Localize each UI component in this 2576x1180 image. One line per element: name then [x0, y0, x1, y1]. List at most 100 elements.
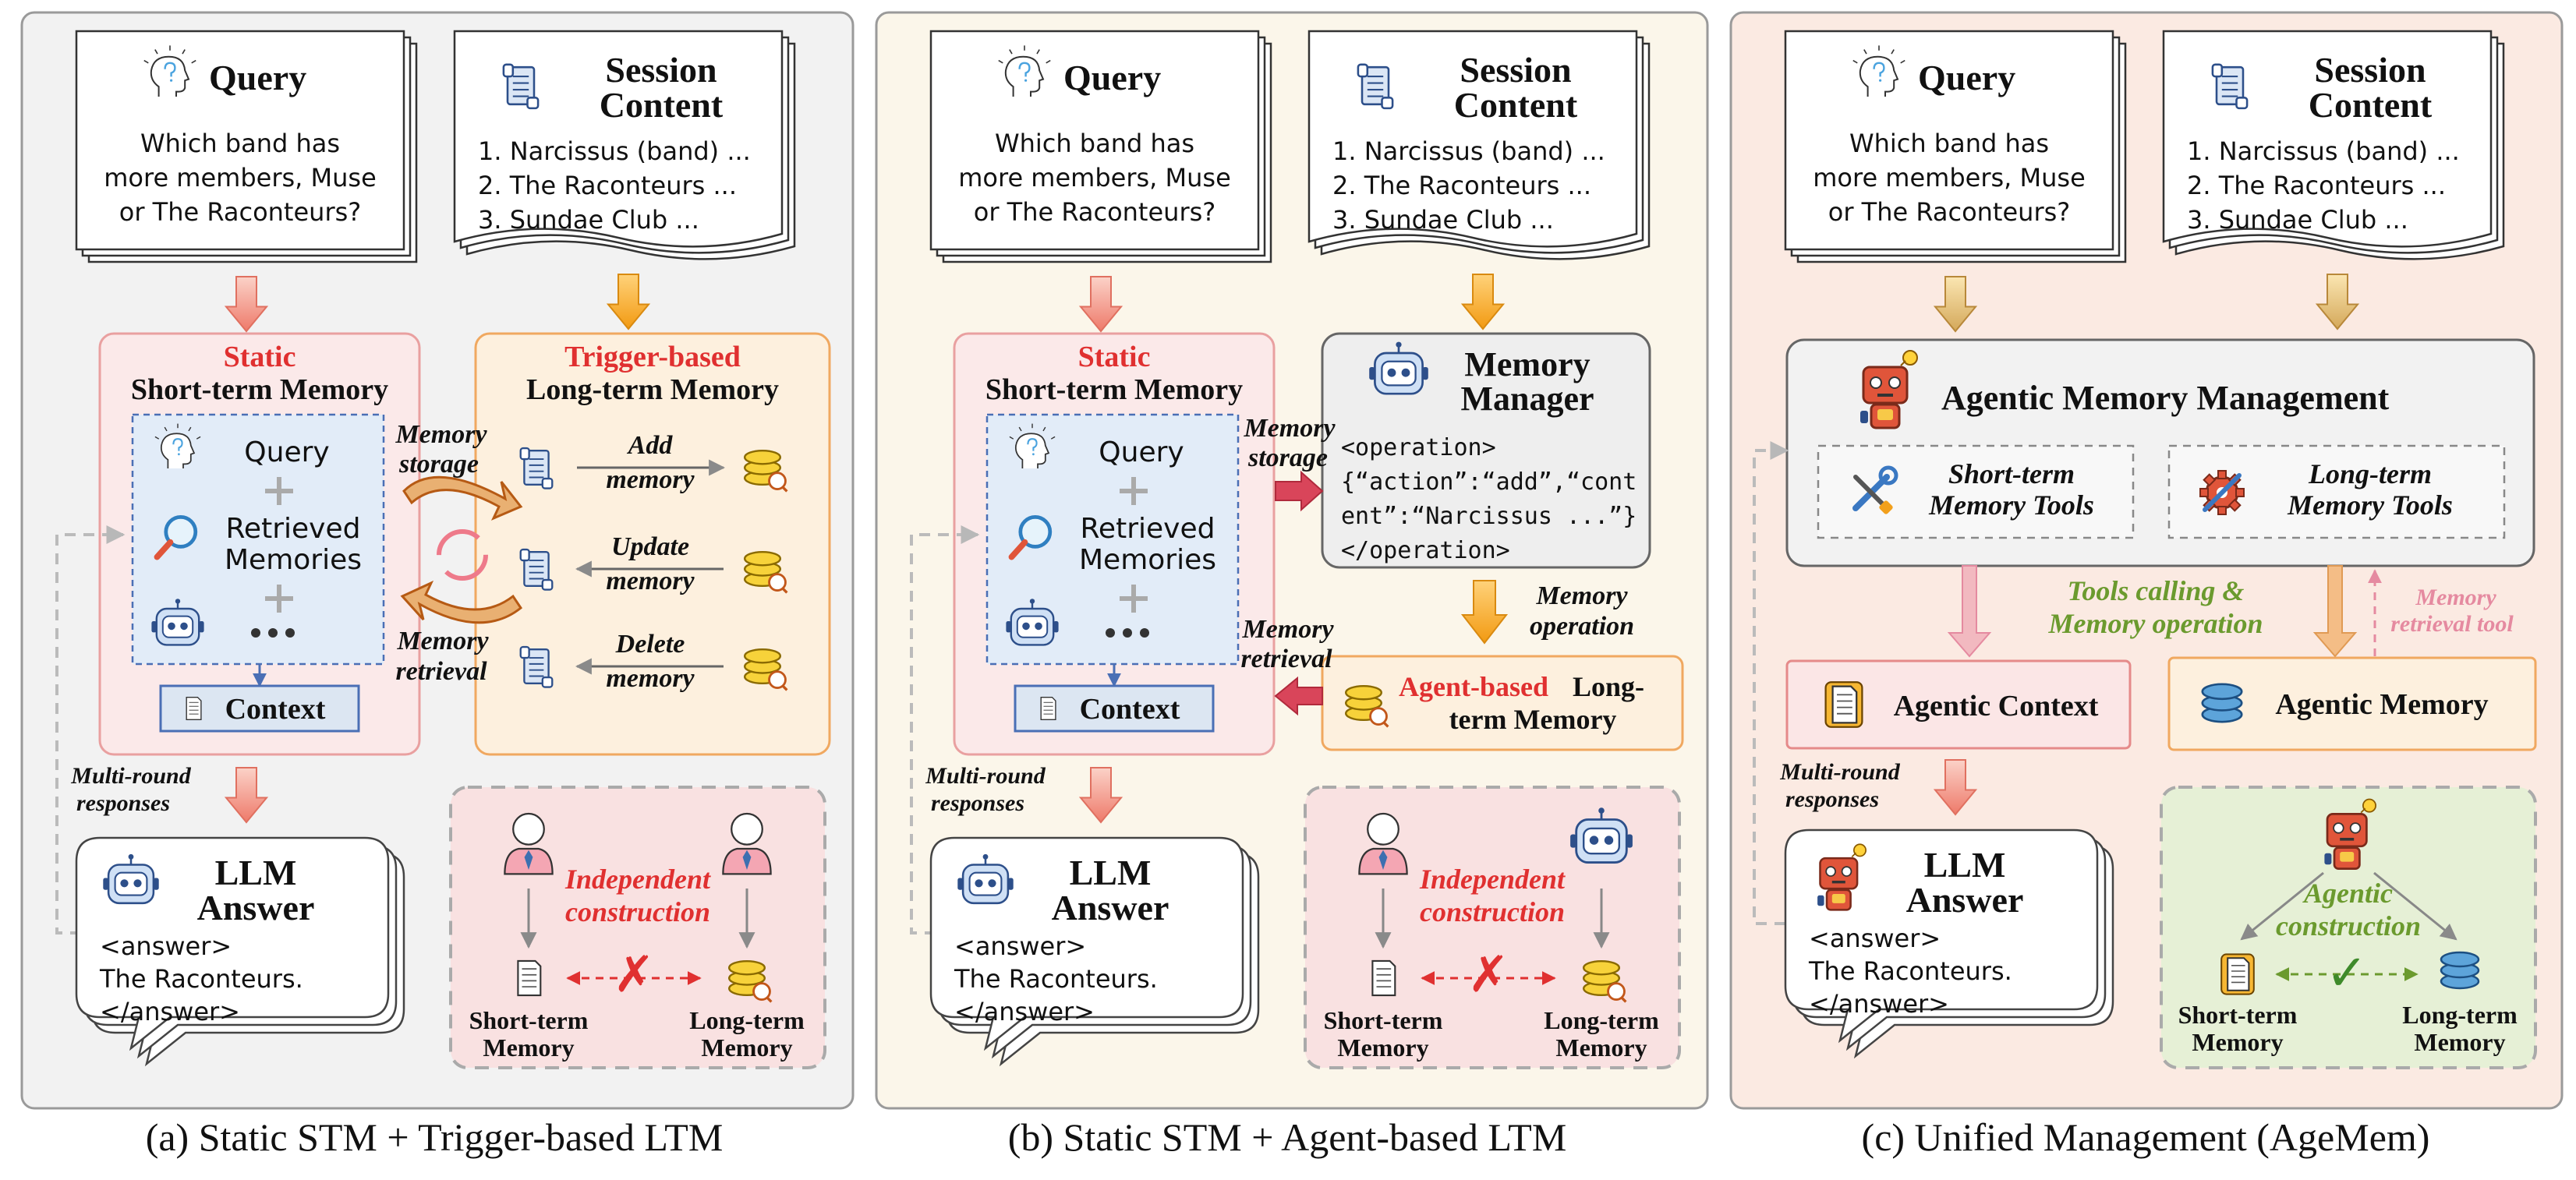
agentic-label: Agentic [2302, 878, 2393, 909]
head-outline [1859, 55, 1899, 97]
ltm-caption: Long-term [2402, 1001, 2518, 1029]
ray [1900, 59, 1905, 64]
caption-b: (b) Static STM + Agent-based LTM [1007, 1115, 1567, 1159]
cycle-icon [437, 529, 488, 581]
session-item: 2. The Raconteurs ... [2187, 171, 2446, 200]
agentic-memory-icon [2201, 683, 2243, 723]
robot-eye [180, 622, 188, 631]
retrieval-label: retrieval [1240, 645, 1332, 673]
scroll-bottom [2235, 97, 2249, 110]
bulb-stem [1900, 360, 1906, 366]
plus-icon [265, 585, 293, 613]
context-label: Context [225, 693, 326, 726]
ray [1036, 49, 1040, 55]
query-title: Query [209, 58, 306, 97]
head-outline [160, 433, 196, 468]
db-disk [1583, 959, 1620, 976]
doc-body [1371, 959, 1396, 997]
context-doc-icon [186, 697, 202, 720]
stm-caption: Short-term [469, 1006, 589, 1034]
stack-sheet-1 [1784, 30, 2114, 251]
arrow-to-stm [2240, 871, 2324, 941]
agentic-construction-box [2160, 786, 2537, 1069]
scroll-icon [519, 548, 554, 591]
robot-face [114, 871, 148, 896]
robot-eye [2349, 822, 2362, 834]
to-context-arrow [1947, 565, 1992, 658]
db-search-handle [781, 684, 788, 691]
independent-label: Independent [564, 864, 711, 895]
stm-doc-icon [2220, 953, 2255, 995]
screwdriver-handle [1879, 500, 1893, 514]
question-mark [1018, 62, 1031, 77]
wavy-sheet [1307, 30, 1638, 248]
question-dot [1879, 79, 1882, 82]
database-icon [744, 648, 788, 691]
gear-icon [2199, 470, 2245, 515]
query-card [1784, 30, 2127, 263]
context-badge: Context [159, 684, 360, 733]
stm-query: Query [1099, 436, 1184, 468]
ray [188, 426, 192, 432]
stm-retrieved: Retrieved [1081, 513, 1215, 545]
lens [1018, 515, 1053, 549]
question-mark [1873, 62, 1885, 77]
agentic-context-box [1785, 659, 2132, 750]
stack-sheet-1 [929, 30, 1260, 251]
scroll-top [519, 548, 530, 562]
antenna-tip [1029, 599, 1035, 604]
gear-tooth [2227, 498, 2242, 512]
magnifier-icon [154, 515, 198, 560]
query-line: Which band has [995, 129, 1194, 158]
robot-icon [957, 853, 1014, 905]
bulb [1853, 843, 1867, 857]
llm-line: </answer> [100, 997, 240, 1026]
person-tie [1378, 850, 1388, 870]
robot-icon [1570, 807, 1633, 864]
llm-answer-bubble [1784, 828, 2114, 1059]
ellipsis-icon [1106, 628, 1149, 638]
robot-face [968, 871, 1003, 896]
robot-head [1819, 857, 1859, 890]
plus-h [1120, 489, 1148, 493]
ray [998, 59, 1003, 64]
robot-eye [1035, 622, 1042, 631]
tools-label: Memory operation [2048, 608, 2263, 639]
db-disk [728, 959, 766, 976]
llm-line: <answer> [1809, 924, 1941, 953]
robot-eye [1589, 836, 1599, 845]
head-question-icon [1009, 423, 1056, 468]
wavy-sheet [453, 30, 784, 248]
gear-tooth [2217, 506, 2227, 515]
manager-title: Memory [1464, 345, 1590, 383]
ltm-database-icon [728, 959, 773, 1003]
plus-h [265, 596, 293, 601]
bulb-stem [1851, 852, 1857, 858]
agent-ltm-title: Long- [1573, 671, 1644, 702]
session-arrow [2315, 274, 2360, 330]
stm-caption: Short-term [2178, 1001, 2298, 1029]
magnifier-icon [1008, 515, 1053, 560]
context-label: Context [1080, 693, 1180, 726]
robot-panel [2340, 852, 2355, 862]
llm-title: LLM [215, 853, 297, 892]
storage-label: storage [1247, 443, 1328, 472]
head-outline [1014, 433, 1050, 468]
query-line: Which band has [140, 129, 340, 158]
red-robot-icon [1817, 843, 1867, 911]
llm-title: LLM [1924, 845, 2006, 885]
stm-retrieved: Retrieved [226, 513, 361, 545]
scroll-icon [1357, 63, 1394, 110]
tool [2203, 473, 2242, 512]
scroll-top [519, 645, 530, 659]
ray [1852, 59, 1858, 64]
wrench-head [1878, 465, 1898, 486]
retrieval-tool-label: retrieval tool [2390, 611, 2514, 637]
ray [1863, 49, 1867, 55]
robot-ear [1369, 367, 1375, 380]
robot-face [1016, 615, 1049, 638]
robot-eye [1387, 368, 1396, 377]
head-outline [150, 55, 190, 97]
ray [1042, 426, 1046, 432]
db-disk [744, 648, 781, 664]
